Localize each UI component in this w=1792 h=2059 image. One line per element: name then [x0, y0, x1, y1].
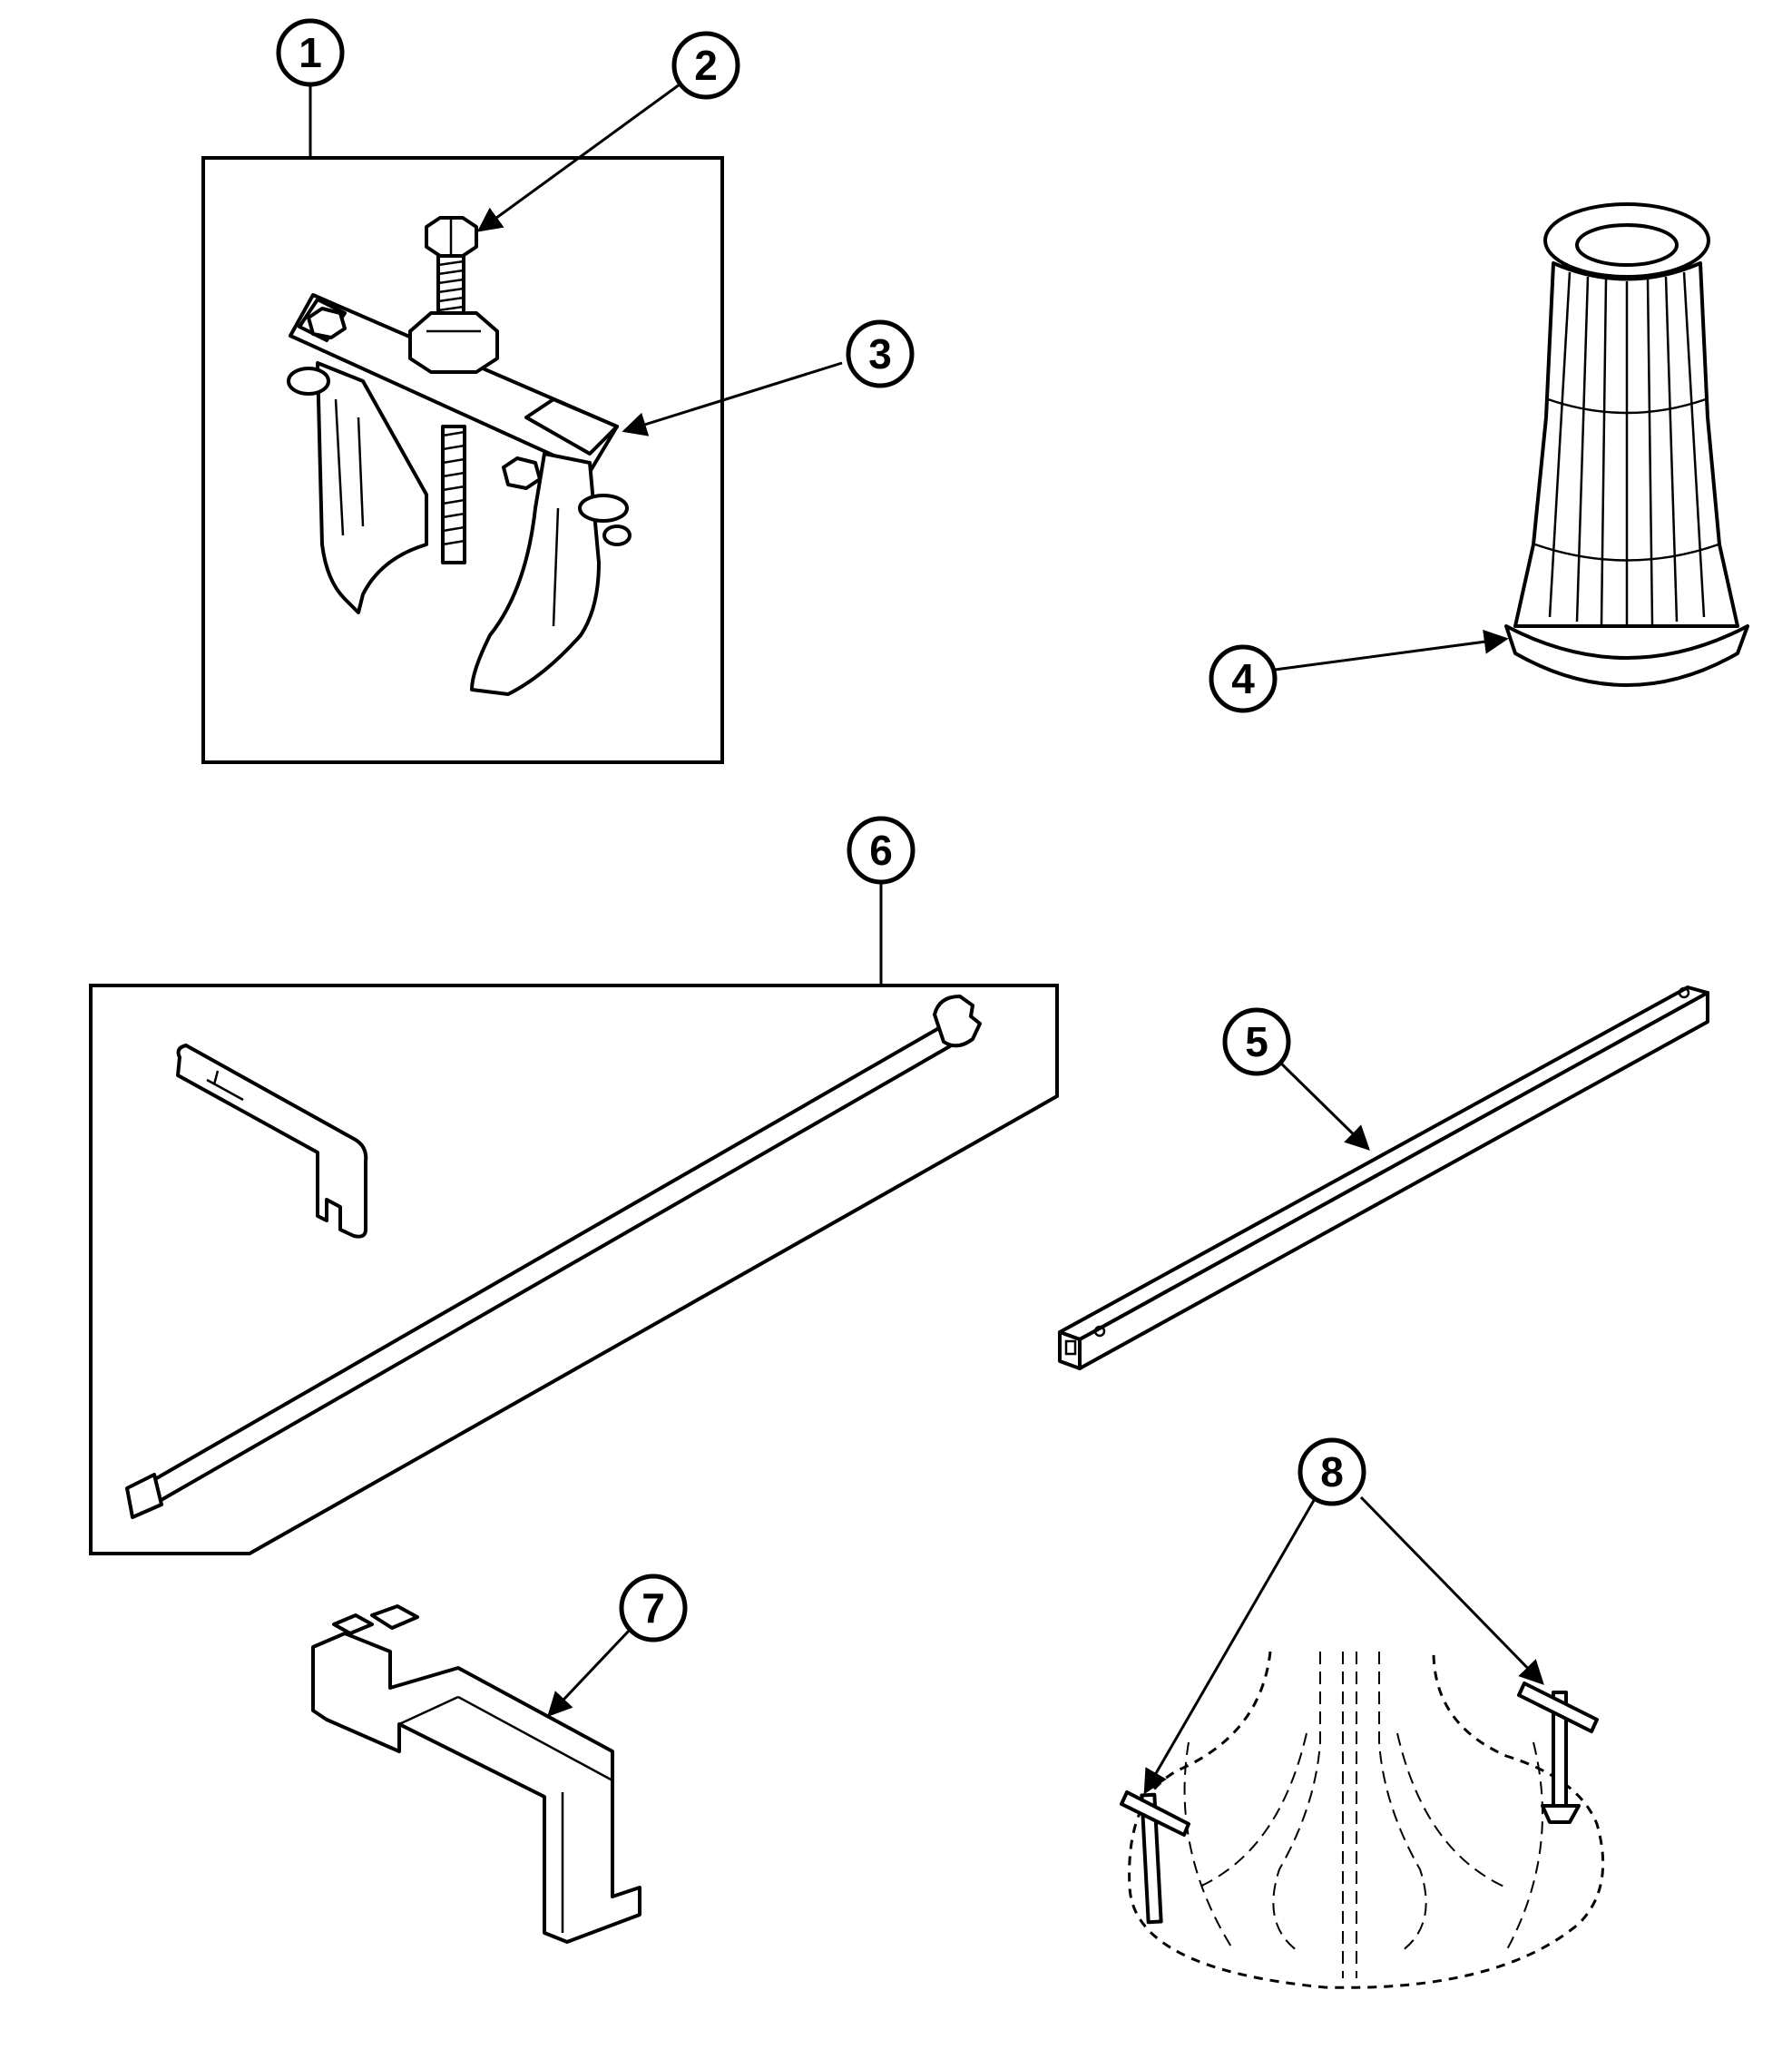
- puller-kit-group: [201, 75, 843, 764]
- puller-drawing: [287, 216, 632, 696]
- callout-2: 2: [671, 31, 740, 100]
- hanger-bracket-drawing: [311, 1604, 641, 1944]
- svg-text:6: 6: [869, 827, 893, 874]
- t-pins-drawing: [1120, 1495, 1605, 1989]
- svg-text:1: 1: [299, 29, 322, 76]
- callout-4: 4: [1209, 644, 1278, 713]
- tapered-column-drawing: [1274, 202, 1749, 687]
- callout-8: 8: [1297, 1437, 1366, 1506]
- svg-text:2: 2: [694, 42, 718, 89]
- svg-text:3: 3: [868, 330, 892, 377]
- square-bar-drawing: [1058, 985, 1709, 1370]
- wrench-kit-frame: [89, 984, 1059, 1555]
- svg-text:4: 4: [1231, 655, 1255, 702]
- wrench-kit-group: [89, 873, 1059, 1555]
- puller-kit-frame: [201, 156, 724, 764]
- callout-1: 1: [276, 18, 345, 87]
- callout-6: 6: [847, 816, 916, 885]
- callout-5: 5: [1222, 1007, 1291, 1076]
- callout-7: 7: [619, 1574, 688, 1642]
- svg-text:5: 5: [1245, 1018, 1268, 1065]
- svg-text:8: 8: [1320, 1448, 1344, 1495]
- callout-3: 3: [846, 319, 915, 388]
- svg-text:7: 7: [641, 1584, 665, 1632]
